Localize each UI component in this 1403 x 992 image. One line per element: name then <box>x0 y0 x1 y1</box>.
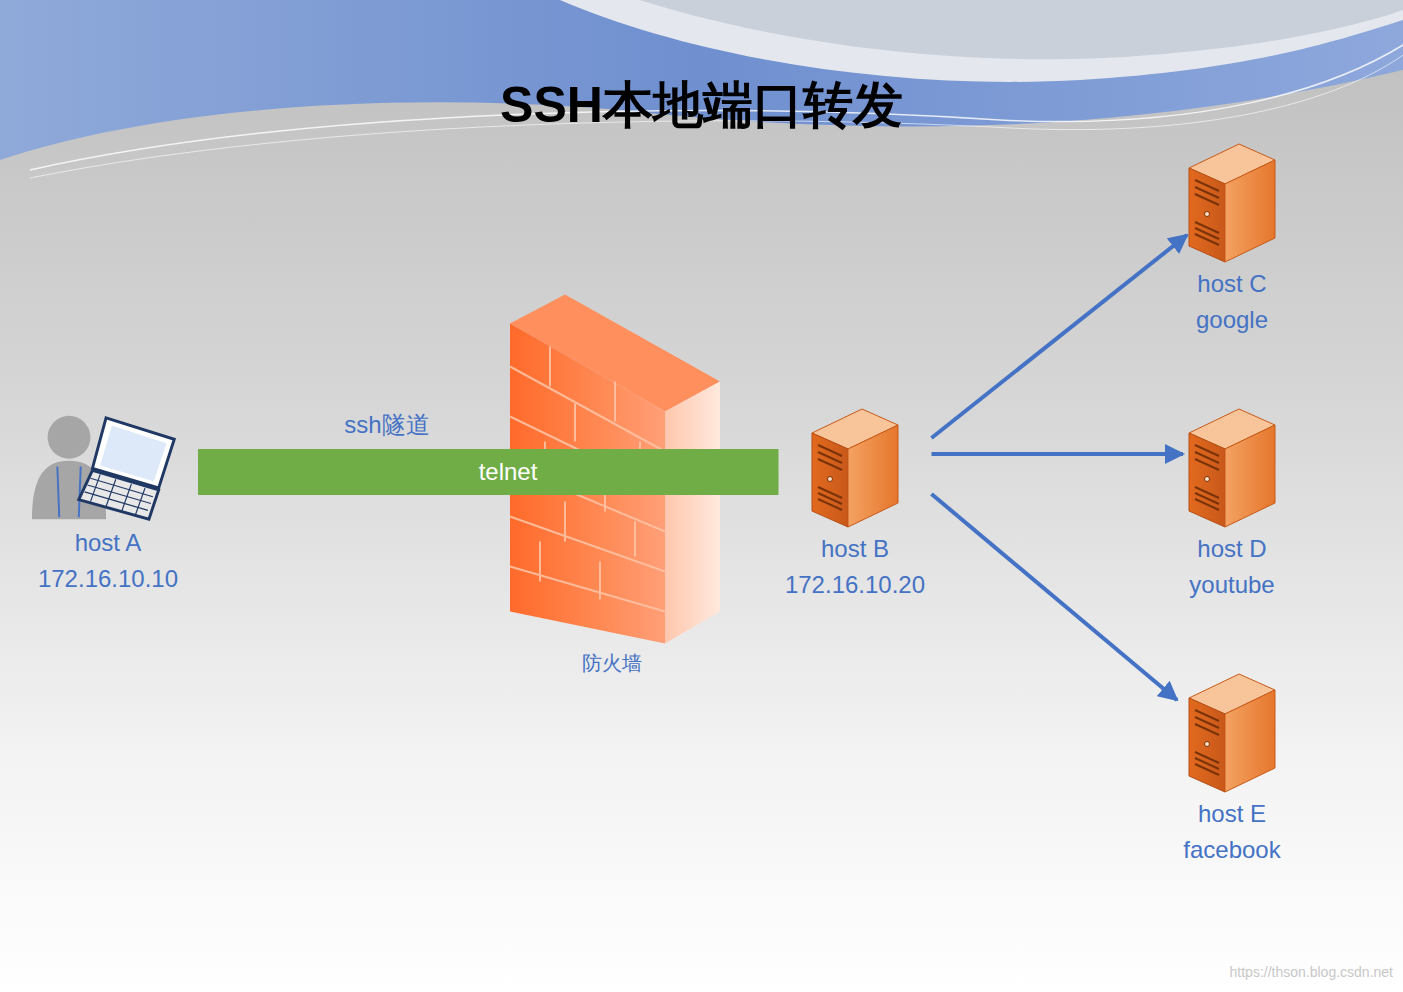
node-label: facebook <box>1177 832 1287 868</box>
edge-label: telnet <box>479 458 538 486</box>
forward-arrow <box>932 452 1184 456</box>
node-label: host C <box>1187 266 1277 302</box>
node-label: 172.16.10.10 <box>28 561 188 597</box>
node-label: google <box>1187 302 1277 338</box>
node-label: 防火墙 <box>505 648 720 678</box>
server-icon <box>810 405 900 531</box>
ssh-tunnel-band <box>198 449 779 495</box>
node-label: host B <box>779 531 932 567</box>
watermark: https://thson.blog.csdn.net <box>1230 964 1393 980</box>
server-host: host B172.16.10.20 <box>779 405 932 603</box>
node-label: host A <box>28 525 188 561</box>
node-label: host E <box>1177 796 1287 832</box>
server-icon <box>1187 670 1277 796</box>
user-icon <box>28 410 188 525</box>
node-label: youtube <box>1183 567 1281 603</box>
server-host: host Cgoogle <box>1187 140 1277 338</box>
forward-arrow <box>932 235 1188 438</box>
forward-arrow <box>932 494 1178 700</box>
node-label: host D <box>1183 531 1281 567</box>
node-label: 172.16.10.20 <box>779 567 932 603</box>
server-host: host Efacebook <box>1177 670 1287 868</box>
server-host: host Dyoutube <box>1183 405 1281 603</box>
server-icon <box>1187 405 1277 531</box>
diagram-title: SSH本地端口转发 <box>0 70 1403 140</box>
tunnel-label: ssh隧道 <box>344 409 429 441</box>
client-host: host A172.16.10.10 <box>28 410 188 597</box>
server-icon <box>1187 140 1277 266</box>
